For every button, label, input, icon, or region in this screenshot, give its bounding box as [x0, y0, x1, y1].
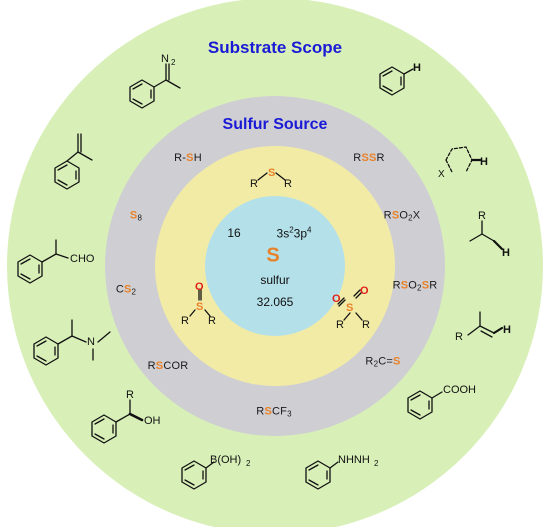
- sulfur-source-s8: S8: [129, 209, 143, 223]
- sulfoxide-r-label: R: [208, 315, 216, 327]
- sulfur-source-disulfide: RSSR: [353, 152, 385, 164]
- sulfoxide-structure: [189, 288, 211, 317]
- sulfur-source-title: Sulfur Source: [222, 116, 328, 133]
- sulfur-source-thiol: R-SH: [174, 152, 202, 164]
- diazo-subscript-label: 2: [171, 58, 176, 67]
- amine-n-label: N: [87, 336, 95, 348]
- diazo-n-label: N: [161, 53, 169, 65]
- electron-configuration: 3s23p4: [276, 225, 312, 241]
- sulfoxide-s-label: S: [196, 301, 203, 313]
- sulfoxide-r-label: R: [181, 315, 189, 327]
- sulfone-s-label: S: [346, 302, 353, 314]
- sulfone-r-label: R: [336, 319, 344, 331]
- arene-ch-structure: [379, 66, 414, 96]
- atomic-mass: 32.065: [256, 295, 294, 309]
- sulfoxide-o-label: O: [195, 281, 204, 293]
- hydrazine-subscript-label: 2: [374, 459, 379, 468]
- alkyl-h-label: H: [502, 247, 510, 259]
- alpha-methylstyrene-structure: [54, 133, 93, 190]
- acid-cooh-label: COOH: [443, 384, 476, 396]
- sulfone-r-label: R: [362, 319, 370, 331]
- alkene-ch-structure: [467, 311, 504, 338]
- hetero-x-label: X: [438, 169, 445, 180]
- element-name: sulfur: [260, 273, 290, 287]
- boronic-subscript-label: 2: [246, 459, 251, 468]
- sulfone-structure: [337, 289, 363, 321]
- sulfone-o-label: O: [360, 285, 369, 297]
- core-element-circle: [205, 196, 345, 336]
- hydrazine-label: NHNH: [338, 454, 370, 466]
- aldehyde-cho-label: CHO: [70, 253, 95, 265]
- sulfone-o-label: O: [332, 293, 341, 305]
- element-symbol: S: [266, 244, 280, 267]
- substrate-scope-title: Substrate Scope: [207, 38, 343, 57]
- alkyl-r-label: R: [478, 210, 486, 222]
- sulfur-source-thioketone: R2C=S: [365, 355, 401, 369]
- sulfur-source-scf3: RSCF3: [256, 405, 292, 419]
- hetero-h-label: H: [480, 156, 488, 168]
- alkyl-ch-structure: [469, 220, 504, 251]
- arene-h-label: H: [413, 62, 421, 74]
- alcohol-oh-label: OH: [144, 415, 161, 427]
- alkene-h-label: H: [503, 324, 511, 336]
- atomic-number: 16: [227, 226, 241, 240]
- sulfur-source-thiosulfonate: RSO2SR: [392, 279, 438, 293]
- alcohol-structure: [91, 399, 144, 444]
- sulfide-r-label: R: [284, 178, 292, 190]
- boronic-acid-structure: [181, 460, 215, 490]
- hydrazine-structure: [305, 460, 339, 490]
- sulfide-s-label: S: [268, 167, 275, 179]
- sulfur-source-thioester: RSCOR: [147, 360, 189, 372]
- benzoic-acid-structure: [407, 390, 443, 420]
- sulfide-structure: [257, 172, 286, 181]
- heteroarene-ch-structure: [445, 146, 482, 173]
- alcohol-r-label: R: [126, 389, 134, 401]
- diazo-compound-structure: [129, 63, 181, 109]
- boronic-label: B(OH): [210, 454, 241, 466]
- sulfur-source-sulfonyl-halide: RSO2X: [383, 209, 421, 223]
- sulfide-r-label: R: [250, 178, 258, 190]
- sulfur-source-cs2: CS2: [115, 283, 137, 297]
- amine-structure: [33, 319, 111, 366]
- aldehyde-structure: [17, 239, 69, 284]
- alkene-r-label: R: [455, 331, 463, 343]
